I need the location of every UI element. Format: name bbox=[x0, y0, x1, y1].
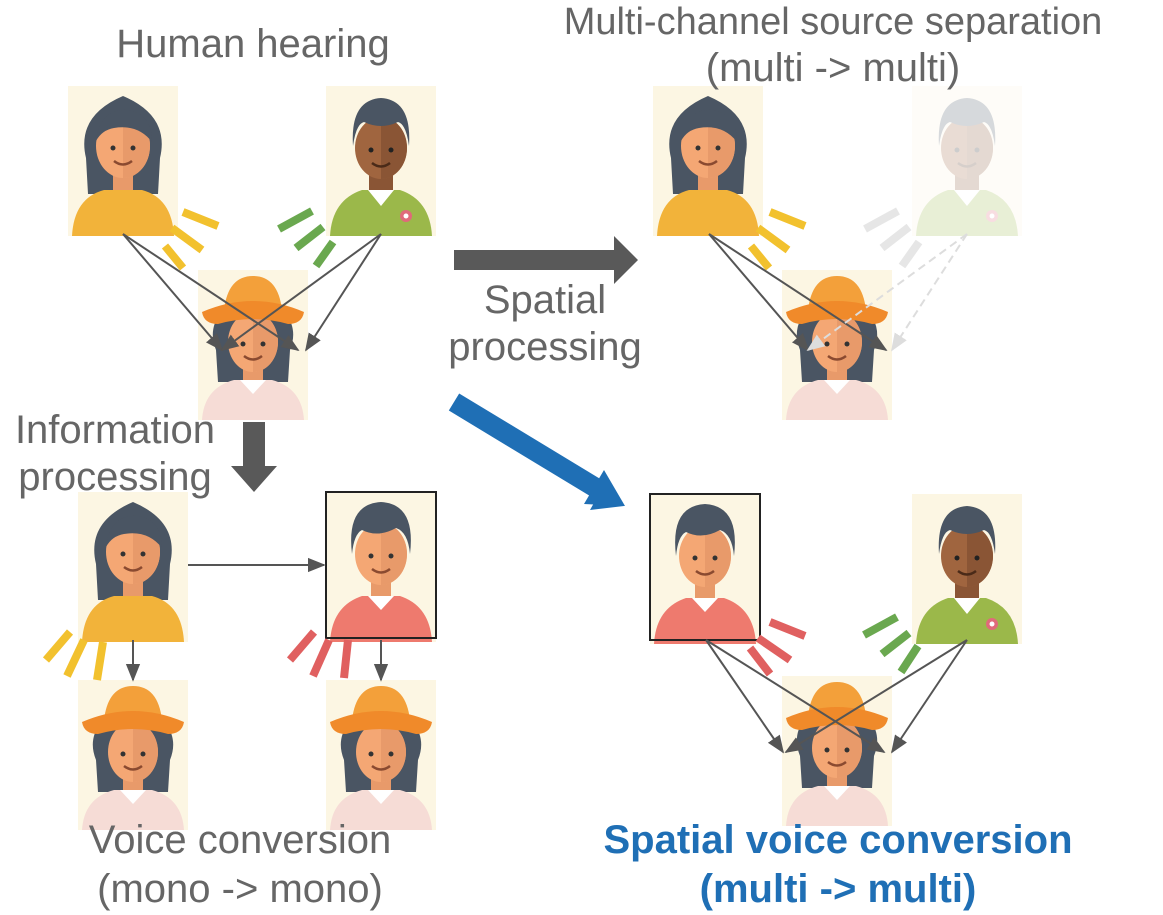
label-svc-line2: (multi -> multi) bbox=[699, 867, 977, 911]
converted-speaker-icon bbox=[650, 494, 760, 644]
woman-avatar-icon bbox=[78, 492, 188, 642]
converted-speaker-frame bbox=[325, 491, 437, 639]
converted-speaker-icon bbox=[326, 492, 436, 642]
man-avatar-icon bbox=[912, 494, 1022, 644]
spatial-processing-arrow bbox=[454, 236, 638, 284]
listener-hat-icon bbox=[326, 680, 436, 830]
propagation-arrows-faded bbox=[806, 233, 968, 352]
label-mcss-line2: (multi -> multi) bbox=[705, 46, 961, 90]
label-spatial-line1: Spatial bbox=[483, 278, 607, 322]
label-mcss-line1: Multi-channel source separation bbox=[563, 1, 1103, 43]
information-processing-arrow bbox=[231, 422, 277, 492]
label-vc-line1: Voice conversion bbox=[88, 818, 392, 862]
converted-speaker-frame bbox=[649, 493, 761, 641]
propagation-arrows bbox=[122, 233, 382, 352]
sound-wave-green-icon bbox=[862, 613, 922, 675]
sound-wave-faded-icon bbox=[863, 207, 923, 269]
sound-wave-yellow-icon bbox=[42, 629, 107, 681]
man-avatar-icon bbox=[326, 86, 436, 236]
woman-avatar-icon bbox=[653, 86, 763, 236]
sound-wave-red-icon bbox=[746, 618, 807, 677]
sound-wave-red-icon bbox=[286, 629, 352, 679]
label-vc-line2: (mono -> mono) bbox=[97, 867, 383, 911]
propagation-arrows bbox=[708, 233, 888, 352]
listener-hat-icon bbox=[78, 680, 188, 830]
sound-wave-yellow-icon bbox=[747, 208, 807, 271]
label-human-hearing: Human hearing bbox=[116, 22, 390, 66]
propagation-arrows bbox=[705, 639, 968, 754]
sound-wave-yellow-icon bbox=[161, 208, 220, 271]
label-info-line1: Information bbox=[14, 408, 216, 452]
label-info-line2: processing bbox=[18, 455, 212, 499]
man-avatar-faded-icon bbox=[912, 86, 1022, 236]
label-spatial-line2: processing bbox=[448, 325, 642, 369]
woman-avatar-icon bbox=[68, 86, 178, 236]
label-svc-line1: Spatial voice conversion bbox=[603, 818, 1073, 862]
sound-wave-green-icon bbox=[277, 207, 337, 269]
spatial-voice-conversion-arrow bbox=[448, 393, 625, 510]
